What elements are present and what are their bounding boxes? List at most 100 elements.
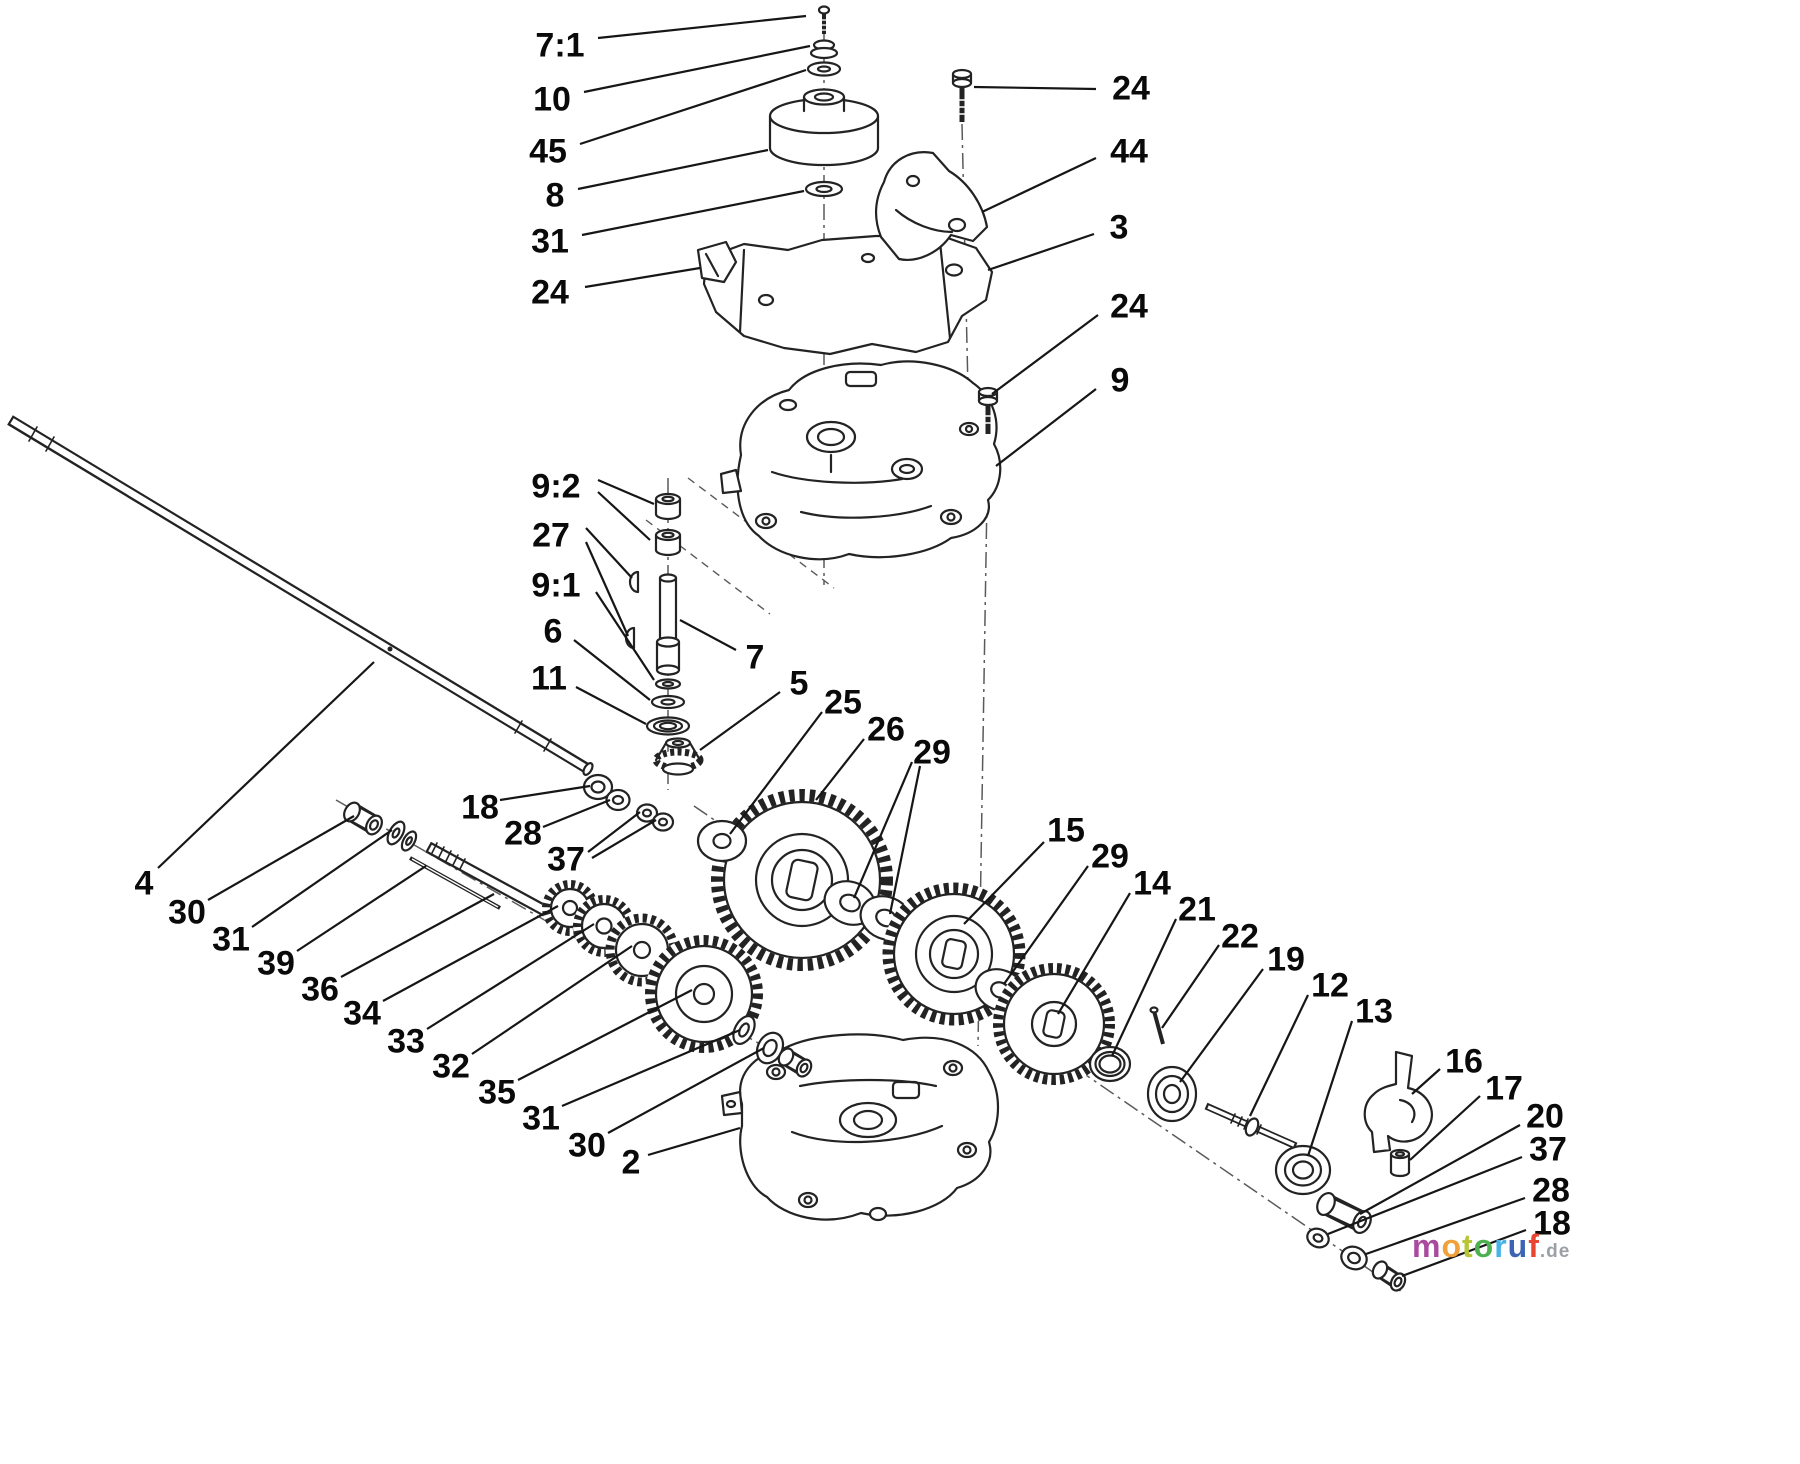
part-label-21: 21 [1178, 890, 1216, 929]
part-label-2: 2 [621, 1143, 641, 1182]
watermark-letter: u [1507, 1228, 1529, 1264]
part-label-30: 30 [168, 893, 206, 932]
leader-line [591, 819, 657, 859]
mounting-plate [696, 234, 994, 356]
part-label-11: 11 [531, 659, 567, 698]
part-label-24: 24 [531, 273, 569, 312]
bushing-18-right [1371, 1260, 1407, 1292]
leader-line [1179, 968, 1264, 1083]
part-label-24: 24 [1112, 69, 1150, 108]
part-label-29: 29 [913, 733, 951, 772]
leader-line [597, 478, 655, 506]
watermark-letter: m [1412, 1228, 1442, 1264]
part-label-20: 20 [1526, 1097, 1564, 1136]
retainer-clip [696, 240, 738, 284]
part-label-9_2: 9:2 [531, 467, 581, 506]
leader-line [579, 68, 807, 146]
leader-line [542, 798, 611, 829]
leader-line [584, 541, 630, 637]
part-label-32: 32 [432, 1047, 470, 1086]
shift-fork-group [1306, 1050, 1434, 1292]
part-label-10: 10 [533, 80, 571, 119]
leader-line [207, 815, 355, 901]
part-label-12: 12 [1311, 966, 1349, 1005]
leader-line [573, 639, 651, 701]
shift-fork-16 [1363, 1050, 1434, 1154]
leader-line [577, 148, 769, 191]
watermark-letter: o [1473, 1228, 1495, 1264]
mounting-bracket [874, 151, 989, 261]
part-label-7_1: 7:1 [535, 26, 585, 65]
spacer-20 [1316, 1191, 1372, 1235]
leader-line [981, 157, 1097, 213]
leader-line [595, 591, 655, 681]
leader-line [973, 85, 1097, 91]
leader-line [995, 388, 1097, 467]
leader-line [647, 1126, 741, 1157]
leader-line [581, 189, 805, 237]
part-label-18: 18 [1533, 1204, 1571, 1243]
part-label-35: 35 [478, 1073, 516, 1112]
leader-line [584, 266, 701, 289]
part-label-13: 13 [1355, 992, 1393, 1031]
leader-line [583, 44, 811, 94]
part-label-31: 31 [212, 920, 250, 959]
part-label-22: 22 [1221, 917, 1259, 956]
part-label-6: 6 [543, 612, 563, 651]
part-label-9: 9 [1110, 361, 1130, 400]
part-label-39: 39 [257, 944, 295, 983]
part-label-30: 30 [568, 1126, 606, 1165]
part-label-37: 37 [1529, 1130, 1567, 1169]
shift-rod-12 [1204, 1102, 1298, 1150]
part-label-7: 7 [745, 638, 765, 677]
leader-line [251, 829, 393, 928]
leader-line [561, 1028, 741, 1108]
leader-line [426, 923, 595, 1030]
part-label-27: 27 [532, 516, 570, 555]
lower-housing [720, 1033, 999, 1222]
clutch-hub-19 [1146, 1065, 1198, 1123]
part-label-36: 36 [301, 970, 339, 1009]
leader-line [1306, 1020, 1354, 1157]
leader-line [575, 686, 647, 725]
leader-line [699, 691, 781, 751]
leader-line [991, 314, 1099, 395]
watermark-logo: motoruf.de [1412, 1228, 1570, 1265]
part-label-34: 34 [343, 994, 381, 1033]
watermark-letter: t [1462, 1228, 1474, 1264]
leader-line [815, 738, 865, 801]
leader-line [340, 893, 495, 978]
leader-line [585, 527, 633, 579]
bolt-upper [951, 68, 973, 122]
leader-line [852, 761, 914, 899]
flanged-ring-13 [1274, 1144, 1332, 1196]
gear-train [711, 789, 1332, 1196]
leader-line [729, 711, 823, 835]
leader-line [1365, 1196, 1526, 1256]
leader-line [597, 491, 651, 541]
leader-line [679, 619, 737, 651]
washer-31-lower [732, 1014, 756, 1046]
bearing-30-lower [755, 1031, 785, 1065]
part-label-8: 8 [545, 176, 565, 215]
leader-line [1359, 1124, 1521, 1215]
part-label-45: 45 [529, 132, 567, 171]
part-label-25: 25 [824, 683, 862, 722]
watermark-letter: r [1494, 1228, 1508, 1264]
drive-shaft [7, 415, 594, 776]
bevel-gear-5 [652, 737, 704, 776]
washer-37-right [1306, 1227, 1330, 1249]
part-label-18: 18 [461, 788, 499, 827]
part-label-15: 15 [1047, 811, 1085, 850]
part-label-28: 28 [504, 814, 542, 853]
bearing-ring-21 [1088, 1045, 1132, 1083]
leader-line [1003, 865, 1089, 985]
leader-line [597, 14, 807, 40]
gear-14 [993, 963, 1115, 1085]
leader-line [157, 661, 375, 869]
leader-line [1057, 892, 1131, 1015]
leader-line [1327, 1155, 1523, 1236]
part-label-33: 33 [387, 1022, 425, 1061]
